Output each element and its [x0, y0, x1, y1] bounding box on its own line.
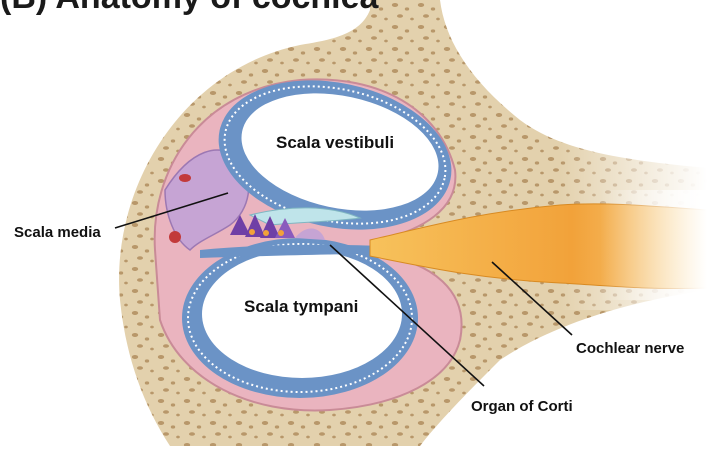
label-scala-vestibuli: Scala vestibuli: [276, 133, 394, 152]
label-scala-media: Scala media: [14, 224, 101, 241]
blood-vessel: [169, 231, 181, 243]
scala-tympani: [182, 238, 418, 398]
label-scala-tympani: Scala tympani: [244, 297, 358, 316]
blood-vessel: [179, 174, 191, 182]
label-organ-of-corti: Organ of Corti: [471, 398, 573, 415]
label-cochlear-nerve: Cochlear nerve: [576, 340, 684, 357]
figure-title: (B) Anatomy of cochlea: [0, 0, 378, 17]
